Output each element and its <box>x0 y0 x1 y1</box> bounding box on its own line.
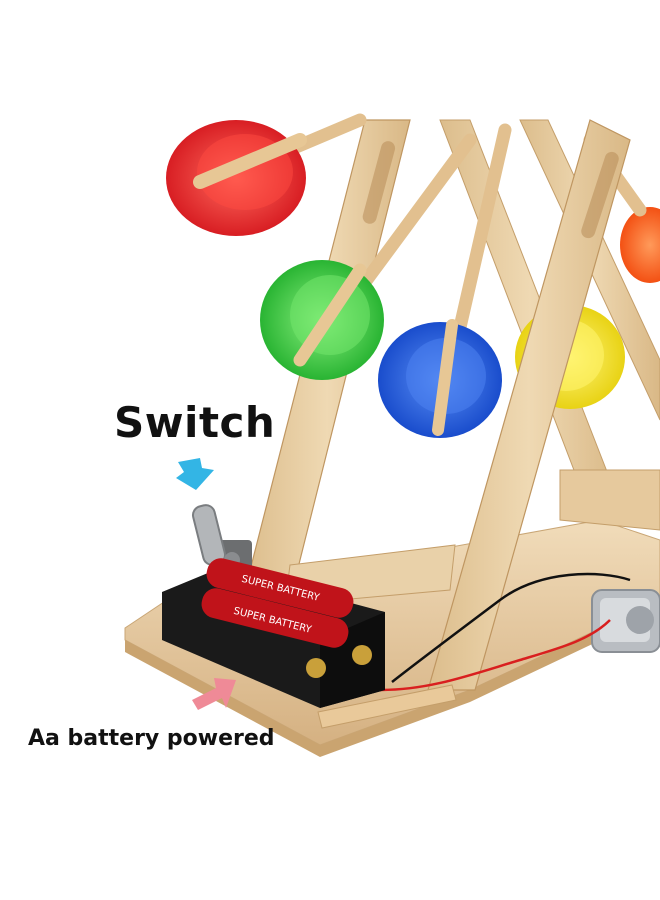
switch-pointer-arrow <box>176 458 214 490</box>
front-right-leg <box>427 119 631 691</box>
blue-bottle-cap <box>378 319 502 438</box>
red-bottle-cap <box>166 120 307 236</box>
switch-label: Switch <box>114 398 276 447</box>
battery-label: Aa battery powered <box>28 726 275 751</box>
battery-pointer-arrow <box>192 678 236 710</box>
orange-bottle-cap <box>620 207 660 283</box>
battery-wires <box>379 572 631 692</box>
electric-motor <box>591 589 660 653</box>
green-bottle-cap <box>260 260 384 380</box>
battery-holder: SUPER BATTERY SUPER BATTERY <box>162 558 385 708</box>
wooden-stick-slat <box>317 684 457 729</box>
